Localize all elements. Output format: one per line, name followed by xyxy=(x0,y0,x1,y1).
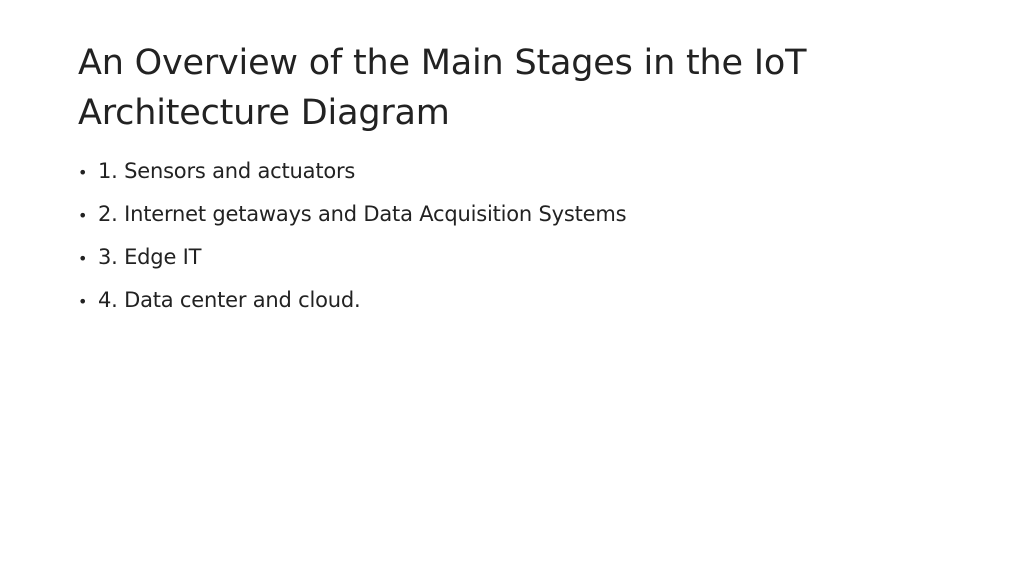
bullet-list: • 1. Sensors and actuators • 2. Internet… xyxy=(78,150,958,322)
bullet-item: • 3. Edge IT xyxy=(78,236,958,279)
bullet-text: 4. Data center and cloud. xyxy=(98,288,361,312)
bullet-text: 1. Sensors and actuators xyxy=(98,159,356,183)
bullet-icon: • xyxy=(78,206,88,225)
bullet-text: 3. Edge IT xyxy=(98,245,202,269)
bullet-item: • 2. Internet getaways and Data Acquisit… xyxy=(78,193,958,236)
bullet-icon: • xyxy=(78,249,88,268)
bullet-text: 2. Internet getaways and Data Acquisitio… xyxy=(98,202,627,226)
slide-title: An Overview of the Main Stages in the Io… xyxy=(78,43,807,133)
bullet-icon: • xyxy=(78,292,88,311)
bullet-item: • 1. Sensors and actuators xyxy=(78,150,958,193)
bullet-icon: • xyxy=(78,163,88,182)
bullet-item: • 4. Data center and cloud. xyxy=(78,279,958,322)
